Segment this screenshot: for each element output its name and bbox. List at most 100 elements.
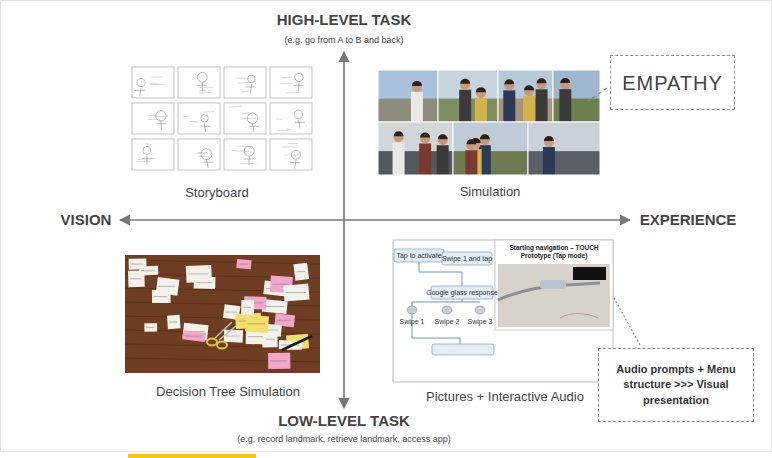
flow-box [442, 252, 492, 265]
photo-ground [528, 151, 600, 175]
story-panel [132, 139, 174, 170]
scissors-handle [217, 342, 227, 349]
person-head [466, 140, 476, 150]
axis-title: EXPERIENCE [640, 211, 737, 229]
screen-title: Starting navigation – TOUCH Prototype (T… [498, 244, 610, 260]
person-head [394, 132, 404, 142]
person-hair [480, 134, 490, 139]
sketch-stroke [275, 118, 281, 120]
sketch-stroke [190, 121, 198, 123]
face-photo [498, 264, 610, 327]
person-body [503, 90, 515, 122]
sketch-stroke [286, 129, 292, 131]
note-scribble [146, 327, 154, 328]
scissors-handle [207, 339, 217, 346]
person-hair [438, 134, 448, 139]
person-hair [466, 139, 476, 144]
axis-note: (e.g. record landmark, retrieve landmark… [237, 434, 451, 445]
person-hair [560, 78, 570, 83]
sticky-note [283, 284, 309, 302]
person-body [465, 150, 477, 175]
story-panel [178, 139, 220, 170]
story-panel [132, 103, 174, 134]
axis-title: VISION [61, 211, 112, 229]
sketch-stroke [286, 92, 298, 94]
sticky-note [268, 353, 290, 369]
sticky-note [182, 330, 205, 342]
person-body [536, 89, 548, 122]
person-body [459, 90, 471, 122]
photo-border [528, 122, 600, 175]
flow-box [432, 344, 494, 355]
glass-prism [540, 280, 566, 289]
sticky-note [194, 277, 216, 289]
sketch-stroke [196, 153, 205, 154]
note-scribble [130, 278, 141, 279]
table-photo [125, 255, 320, 373]
photo-tile [378, 122, 453, 175]
person-hair [476, 87, 486, 92]
note-scribble [264, 306, 284, 307]
note-scribble [196, 282, 213, 283]
photo-border [378, 70, 438, 122]
sketch-stroke [229, 106, 242, 108]
story-panel [178, 67, 220, 98]
pen [282, 336, 312, 350]
sketch-stroke [199, 92, 209, 93]
person-body [411, 92, 423, 122]
person-head [560, 79, 570, 89]
note-scribble [226, 312, 237, 313]
sketch-head [201, 149, 212, 160]
wood-grain [125, 260, 320, 264]
axis-note: (e.g. go from A to B and back) [284, 35, 403, 46]
sketch-stroke [236, 78, 253, 79]
scissors-blade [215, 322, 236, 340]
axis-title: HIGH-LEVEL TASK [277, 11, 411, 29]
box-text: Audio prompts + Menu structure >>> Visua… [608, 362, 744, 408]
box-text: EMPATHY [622, 71, 723, 95]
note-scribble [159, 286, 176, 287]
sketch-body [203, 159, 213, 168]
sticky-note [139, 266, 158, 276]
person-head [480, 135, 490, 145]
sketch-stroke [147, 115, 157, 116]
sketch-stroke [242, 91, 249, 92]
note-scribble [169, 321, 177, 322]
note-scribble [239, 264, 248, 265]
sketch-stroke [151, 76, 161, 77]
note-scribble [226, 336, 240, 337]
sketch-body [156, 121, 166, 130]
person-hair [394, 131, 404, 136]
callout-box: Audio prompts + Menu structure >>> Visua… [598, 348, 754, 422]
theme-box: EMPATHY [610, 55, 735, 110]
story-panel [270, 67, 312, 98]
sketch-body [293, 82, 303, 91]
flowchart-panel [393, 240, 613, 382]
story-panel [224, 139, 266, 170]
photo-tile [438, 70, 498, 122]
sketch-stroke [199, 152, 208, 153]
person-hair [460, 79, 470, 84]
story-panel [132, 67, 174, 98]
photo-border [378, 122, 453, 175]
wood-grain [125, 358, 320, 362]
person-body [437, 145, 449, 175]
sticky-note [167, 315, 181, 329]
person-head [460, 80, 470, 90]
person-body [543, 147, 555, 175]
sketch-stroke [242, 118, 256, 120]
flow-line [412, 262, 480, 344]
sketch-body [142, 155, 152, 164]
sketch-body [295, 119, 305, 128]
story-panel [224, 103, 266, 134]
note-scribble [296, 271, 305, 272]
person-hair [420, 132, 430, 137]
photo-border [553, 70, 600, 122]
person-body [523, 96, 535, 122]
flow-text: Swipe 3 [468, 318, 493, 326]
note-scribble [248, 336, 263, 337]
person-hair [537, 78, 547, 83]
sketch-head [201, 115, 208, 122]
picture-caption: Decision Tree Simulation [156, 384, 300, 400]
